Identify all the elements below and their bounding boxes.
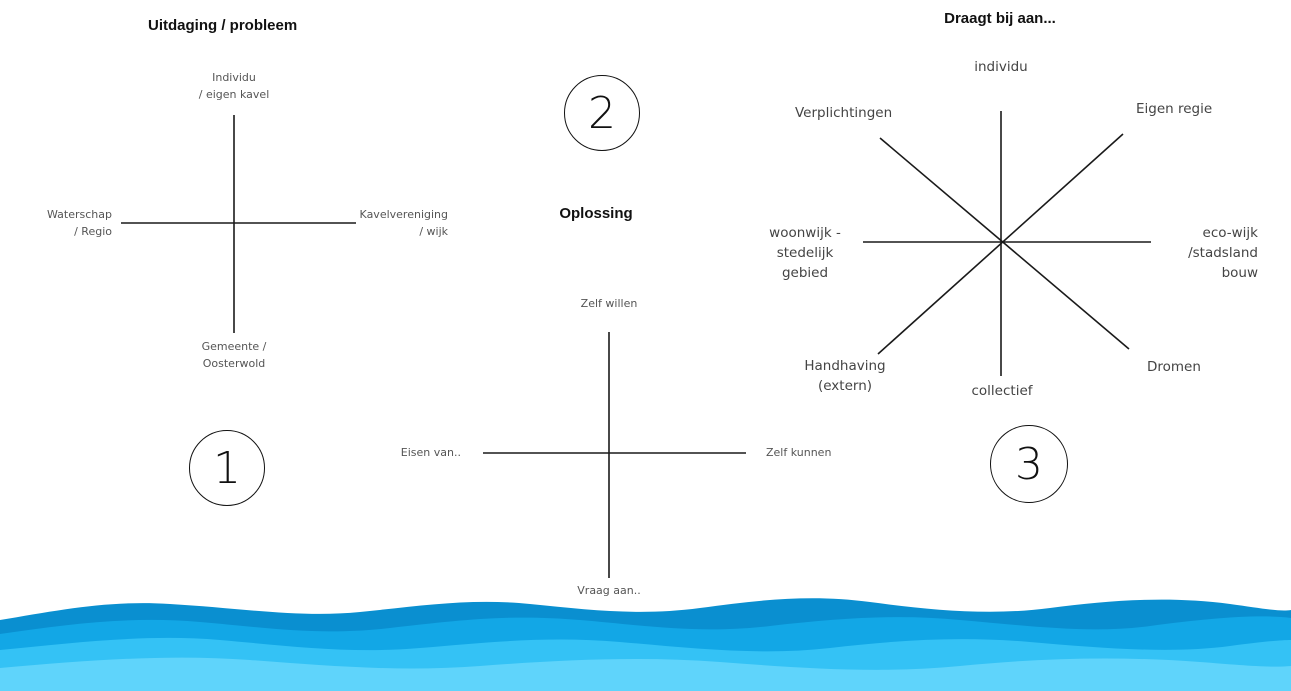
section-2-left-label: Eisen van..	[400, 446, 461, 459]
wave-front	[0, 657, 1291, 691]
axis-3-diag-b	[877, 133, 1124, 355]
section-2-number: 2	[564, 75, 640, 151]
label-line: stedelijk	[776, 245, 834, 261]
label-line: woonwijk -	[769, 225, 841, 241]
section-3-right-label: eco-wijk /stadsland bouw	[1160, 223, 1258, 283]
label-line: gebied	[781, 265, 829, 281]
section-3-number: 3	[990, 425, 1068, 503]
label-line: Waterschap	[47, 208, 112, 221]
section-2-bottom-label: Vraag aan..	[577, 584, 641, 597]
section-1-top-label: Individu / eigen kavel	[184, 69, 284, 103]
section-3-title: Draagt bij aan...	[944, 10, 1056, 27]
label-line: Handhaving	[804, 358, 886, 374]
label-line: / Regio	[74, 225, 112, 238]
label-line: (extern)	[817, 378, 873, 394]
label-line: Kavelvereniging	[359, 208, 448, 221]
label-line: Individu	[212, 71, 256, 84]
label-line: / wijk	[419, 225, 448, 238]
section-1-bottom-label: Gemeente / Oosterwold	[184, 338, 284, 372]
label-line: /stadsland	[1188, 245, 1258, 261]
waves-decoration	[0, 598, 1291, 691]
section-3-bottom-left-label: Handhaving (extern)	[795, 356, 895, 396]
section-1-right-label: Kavelvereniging / wijk	[340, 206, 448, 240]
axis-3-diag-a	[879, 137, 1130, 350]
label-line: / eigen kavel	[198, 88, 270, 101]
section-1-number: 1	[189, 430, 265, 506]
section-2-top-label: Zelf willen	[580, 297, 638, 310]
label-line: Oosterwold	[202, 357, 266, 370]
section-3-left-label: woonwijk - stedelijk gebied	[760, 223, 850, 283]
section-3-top-label: individu	[974, 59, 1028, 75]
section-1-left-label: Waterschap / Regio	[20, 206, 112, 240]
section-2-right-label: Zelf kunnen	[766, 446, 832, 459]
label-line: bouw	[1221, 265, 1258, 281]
section-3-bottom-label: collectief	[971, 383, 1033, 399]
section-3-bottom-right-label: Dromen	[1147, 359, 1201, 375]
label-line: Gemeente /	[201, 340, 267, 353]
section-1-title: Uitdaging / probleem	[148, 17, 298, 34]
section-3-top-right-label: Eigen regie	[1136, 101, 1213, 117]
section-2-title: Oplossing	[559, 205, 633, 222]
label-line: eco-wijk	[1202, 225, 1258, 241]
section-3-top-left-label: Verplichtingen	[795, 105, 893, 121]
